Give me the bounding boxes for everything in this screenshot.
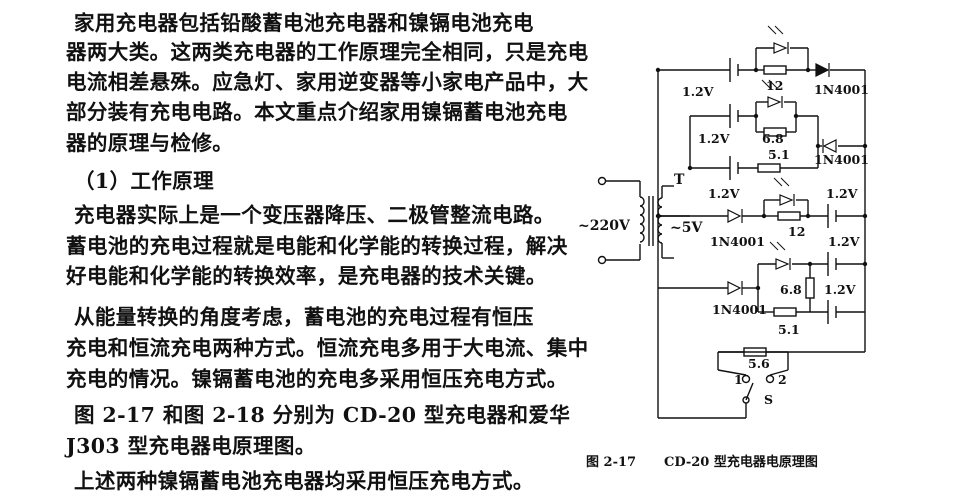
text-line: 图 2-17 和图 2-18 分别为 CD-20 型充电器和爱华 <box>74 403 571 427</box>
resistor-5.1 <box>757 163 781 173</box>
label-r51: 5.1 <box>768 147 790 162</box>
led-4 <box>775 258 790 270</box>
circuit-figure: 1.2V 12 1N4001 1.2V 6.8 5.1 1N4001 T 1.2… <box>578 0 960 504</box>
resistor-12b <box>777 211 801 221</box>
label-diode: 1N4001 <box>712 302 767 317</box>
label-r12: 12 <box>766 78 783 93</box>
label-transformer: T <box>674 172 685 188</box>
led-2 <box>767 96 782 108</box>
label-battery: 1.2V <box>698 131 730 146</box>
label-output-voltage: ~5V <box>670 220 703 236</box>
switch-arm <box>745 382 754 401</box>
led-3 <box>779 194 794 206</box>
label-input-voltage: ~220V <box>578 218 631 234</box>
resistor-6.8b <box>805 277 815 299</box>
label-diode: 1N4001 <box>814 82 869 97</box>
switch-contact-1 <box>741 374 751 384</box>
text-line: 家用充电器包括铅酸蓄电池充电器和镍镉电池充电 <box>74 11 534 35</box>
label-switch-1: 1 <box>734 372 743 387</box>
label-battery: 1.2V <box>826 186 858 201</box>
text-line: 器两大类。这两类充电器的工作原理完全相同，只是充电 <box>66 40 589 64</box>
label-switch-2: 2 <box>778 372 787 387</box>
diode-1 <box>815 63 830 77</box>
text-line: 上述两种镍镉蓄电池充电器均采用恒压充电方式。 <box>74 469 534 493</box>
label-r56: 5.6 <box>748 356 770 371</box>
input-terminal <box>597 176 607 186</box>
label-r68: 6.8 <box>762 131 784 146</box>
text-line: 电流相差悬殊。应急灯、家用逆变器等小家电产品中，大 <box>66 70 589 94</box>
input-terminal <box>597 255 607 265</box>
diode-2 <box>822 139 837 153</box>
text-line: 器的原理与检修。 <box>66 131 234 155</box>
resistor-5.1b <box>773 307 797 317</box>
diode-4 <box>727 281 742 295</box>
text-line: 蓄电池的充电过程就是电能和化学能的转换过程，解决 <box>66 234 568 258</box>
label-diode: 1N4001 <box>814 152 869 167</box>
label-r51: 5.1 <box>778 322 800 337</box>
switch-contact-2 <box>765 374 775 384</box>
text-line: 从能量转换的角度考虑，蓄电池的充电过程有恒压 <box>74 305 534 329</box>
text-line: 部分装有充电电路。本文重点介绍家用镍镉蓄电池充电 <box>66 100 568 124</box>
label-r68: 6.8 <box>780 282 802 297</box>
diode-3 <box>727 209 742 223</box>
led-1 <box>773 42 788 54</box>
label-battery: 1.2V <box>708 186 740 201</box>
label-r12: 12 <box>788 224 805 239</box>
transformer-primary <box>639 196 645 243</box>
text-line: 充电和恒流充电两种方式。恒流充电多用于大电流、集中 <box>66 336 589 360</box>
figure-caption-number: 图 2-17 <box>586 455 636 470</box>
label-battery: 1.2V <box>682 84 714 99</box>
text-line: 充电的情况。镍镉蓄电池的充电多采用恒压充电方式。 <box>66 367 568 391</box>
label-switch: S <box>764 392 773 407</box>
label-battery: 1.2V <box>824 282 856 297</box>
text-line: 好电能和化学能的转换效率，是充电器的技术关键。 <box>66 264 547 288</box>
figure-caption-title: CD-20 型充电器电原理图 <box>664 454 818 470</box>
text-line: 充电器实际上是一个变压器降压、二极管整流电路。 <box>74 203 555 227</box>
section-heading: （1）工作原理 <box>74 169 215 193</box>
circuit-diagram: 1.2V 12 1N4001 1.2V 6.8 5.1 1N4001 T 1.2… <box>578 25 869 470</box>
label-battery: 1.2V <box>828 234 860 249</box>
resistor-12 <box>763 65 787 75</box>
label-diode: 1N4001 <box>710 234 765 249</box>
text-line: J303 型充电器电原理图。 <box>66 434 316 458</box>
